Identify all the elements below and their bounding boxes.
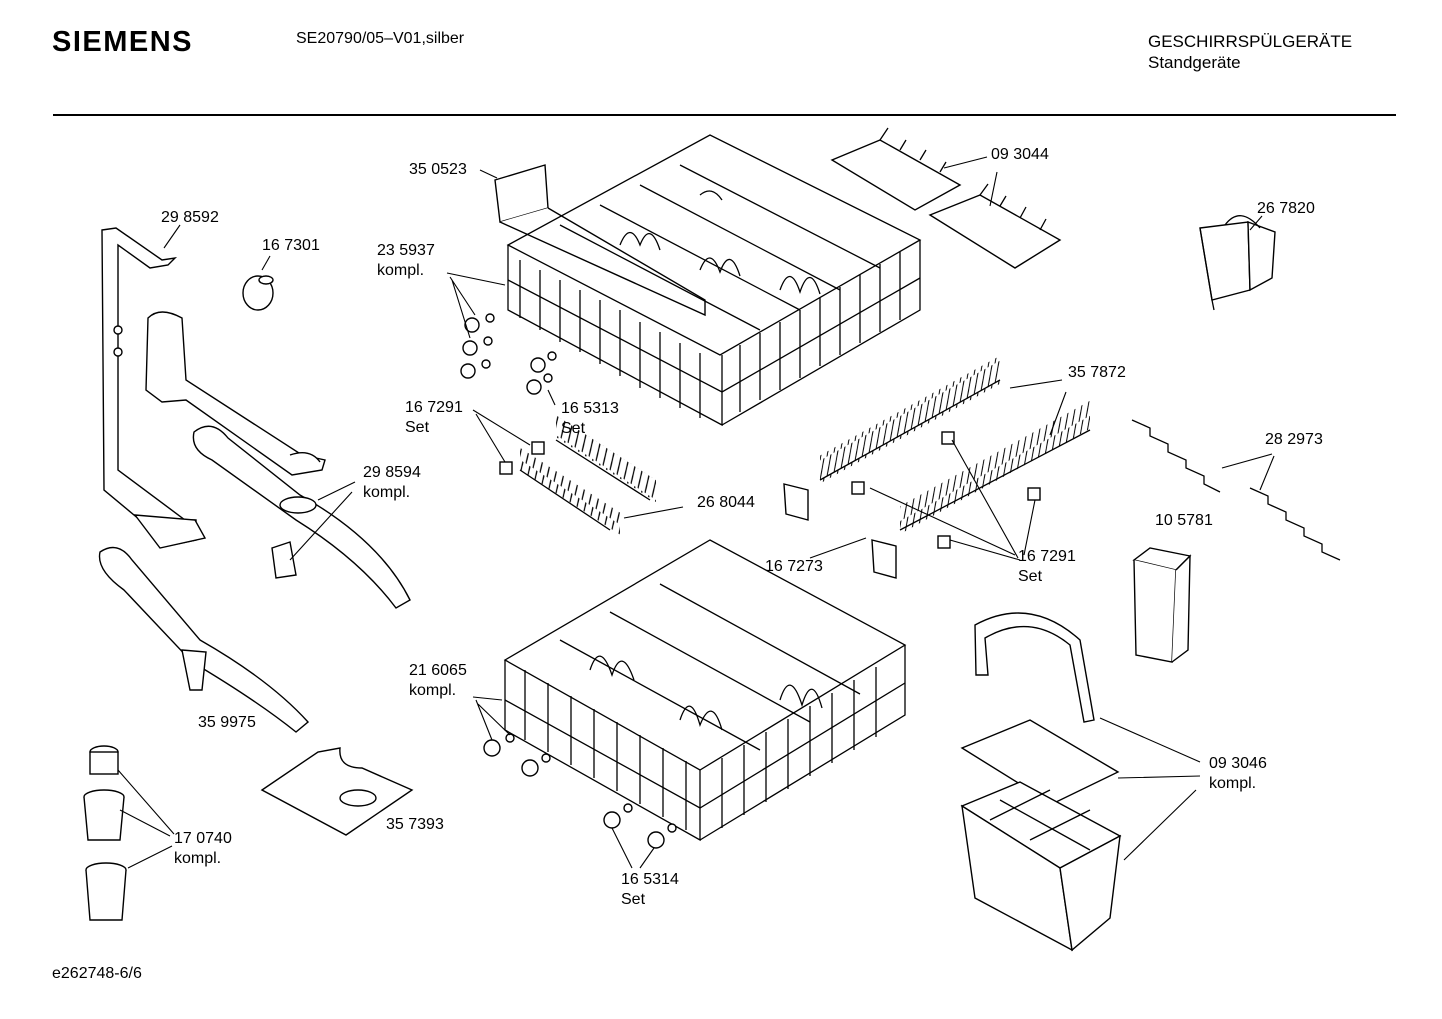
- label-298594-number: 29 8594: [363, 464, 421, 481]
- header-rule: [53, 114, 1396, 116]
- spray-arm-housing-drawing: [145, 311, 326, 476]
- label-093044: 09 3044: [991, 146, 1049, 163]
- lower-basket-drawing: [503, 539, 907, 842]
- label-165313-note: Set: [561, 420, 586, 437]
- label-216065-note: kompl.: [409, 682, 457, 699]
- brand-logo: SIEMENS: [52, 26, 194, 58]
- lower-rack-wheels: [483, 733, 677, 849]
- label-235937-note: kompl.: [377, 262, 425, 279]
- label-216065: 21 6065 kompl.: [409, 661, 467, 701]
- category-line-2: Standgeräte: [1148, 53, 1241, 72]
- label-298594-note: kompl.: [363, 484, 411, 501]
- label-167291-upper: 16 7291 Set: [405, 398, 463, 438]
- label-165313: 16 5313 Set: [561, 399, 619, 439]
- label-359975: 35 9975: [198, 714, 256, 731]
- filter-disc-drawing: [242, 275, 274, 311]
- category-title: GESCHIRRSPÜLGERÄTE Standgeräte: [1148, 31, 1352, 73]
- label-216065-number: 21 6065: [409, 662, 467, 679]
- label-167291-lower-number: 16 7291: [1018, 548, 1076, 565]
- sieve-plate-drawing: [260, 747, 414, 836]
- label-165314: 16 5314 Set: [621, 870, 679, 910]
- step-racks-drawing: [1131, 419, 1341, 561]
- label-167291-upper-note: Set: [405, 419, 430, 436]
- label-165314-note: Set: [621, 891, 646, 908]
- label-357393: 35 7393: [386, 816, 444, 833]
- category-line-1: GESCHIRRSPÜLGERÄTE: [1148, 32, 1353, 51]
- leader-lines: [117, 156, 1275, 869]
- label-093046-number: 09 3046: [1209, 755, 1267, 772]
- label-170740-number: 17 0740: [174, 830, 232, 847]
- label-093046-note: kompl.: [1209, 775, 1257, 792]
- label-093046: 09 3046 kompl.: [1209, 754, 1267, 794]
- label-170740: 17 0740 kompl.: [174, 829, 232, 869]
- rack-clips-drawing: [499, 431, 1041, 579]
- upper-rack-wheels: [460, 313, 557, 395]
- bottom-spray-arm-drawing: [98, 546, 310, 733]
- label-357872: 35 7872: [1068, 364, 1126, 381]
- cutlery-basket-small-drawing: [1199, 215, 1276, 311]
- cutlery-basket-large-drawing: [960, 612, 1122, 952]
- upper-basket-drawing: [494, 134, 922, 427]
- label-167291-upper-number: 16 7291: [405, 399, 463, 416]
- lower-spray-arm-drawing: [192, 425, 411, 609]
- model-number: SE20790/05–V01,silber: [296, 30, 465, 47]
- label-165313-number: 16 5313: [561, 400, 619, 417]
- cup-shelves-drawing: [830, 127, 1062, 269]
- tine-racks-drawing: [519, 355, 1091, 535]
- label-298592: 29 8592: [161, 209, 219, 226]
- label-267820: 26 7820: [1257, 200, 1315, 217]
- label-298594: 29 8594 kompl.: [363, 463, 421, 503]
- label-165314-number: 16 5314: [621, 871, 679, 888]
- cutlery-holder-drawing: [1132, 547, 1192, 663]
- label-268044: 26 8044: [697, 494, 755, 511]
- label-167273: 16 7273: [765, 558, 823, 575]
- label-235937: 23 5937 kompl.: [377, 241, 435, 281]
- document-id: e262748-6/6: [52, 965, 142, 982]
- label-235937-number: 23 5937: [377, 242, 435, 259]
- label-282973: 28 2973: [1265, 431, 1323, 448]
- label-167301: 16 7301: [262, 237, 320, 254]
- label-167291-lower: 16 7291 Set: [1018, 547, 1076, 587]
- label-105781: 10 5781: [1155, 512, 1213, 529]
- spray-pipe-drawing: [101, 227, 207, 549]
- label-167291-lower-note: Set: [1018, 568, 1043, 585]
- filter-set-drawing: [83, 745, 127, 921]
- label-350523: 35 0523: [409, 161, 467, 178]
- label-170740-note: kompl.: [174, 850, 222, 867]
